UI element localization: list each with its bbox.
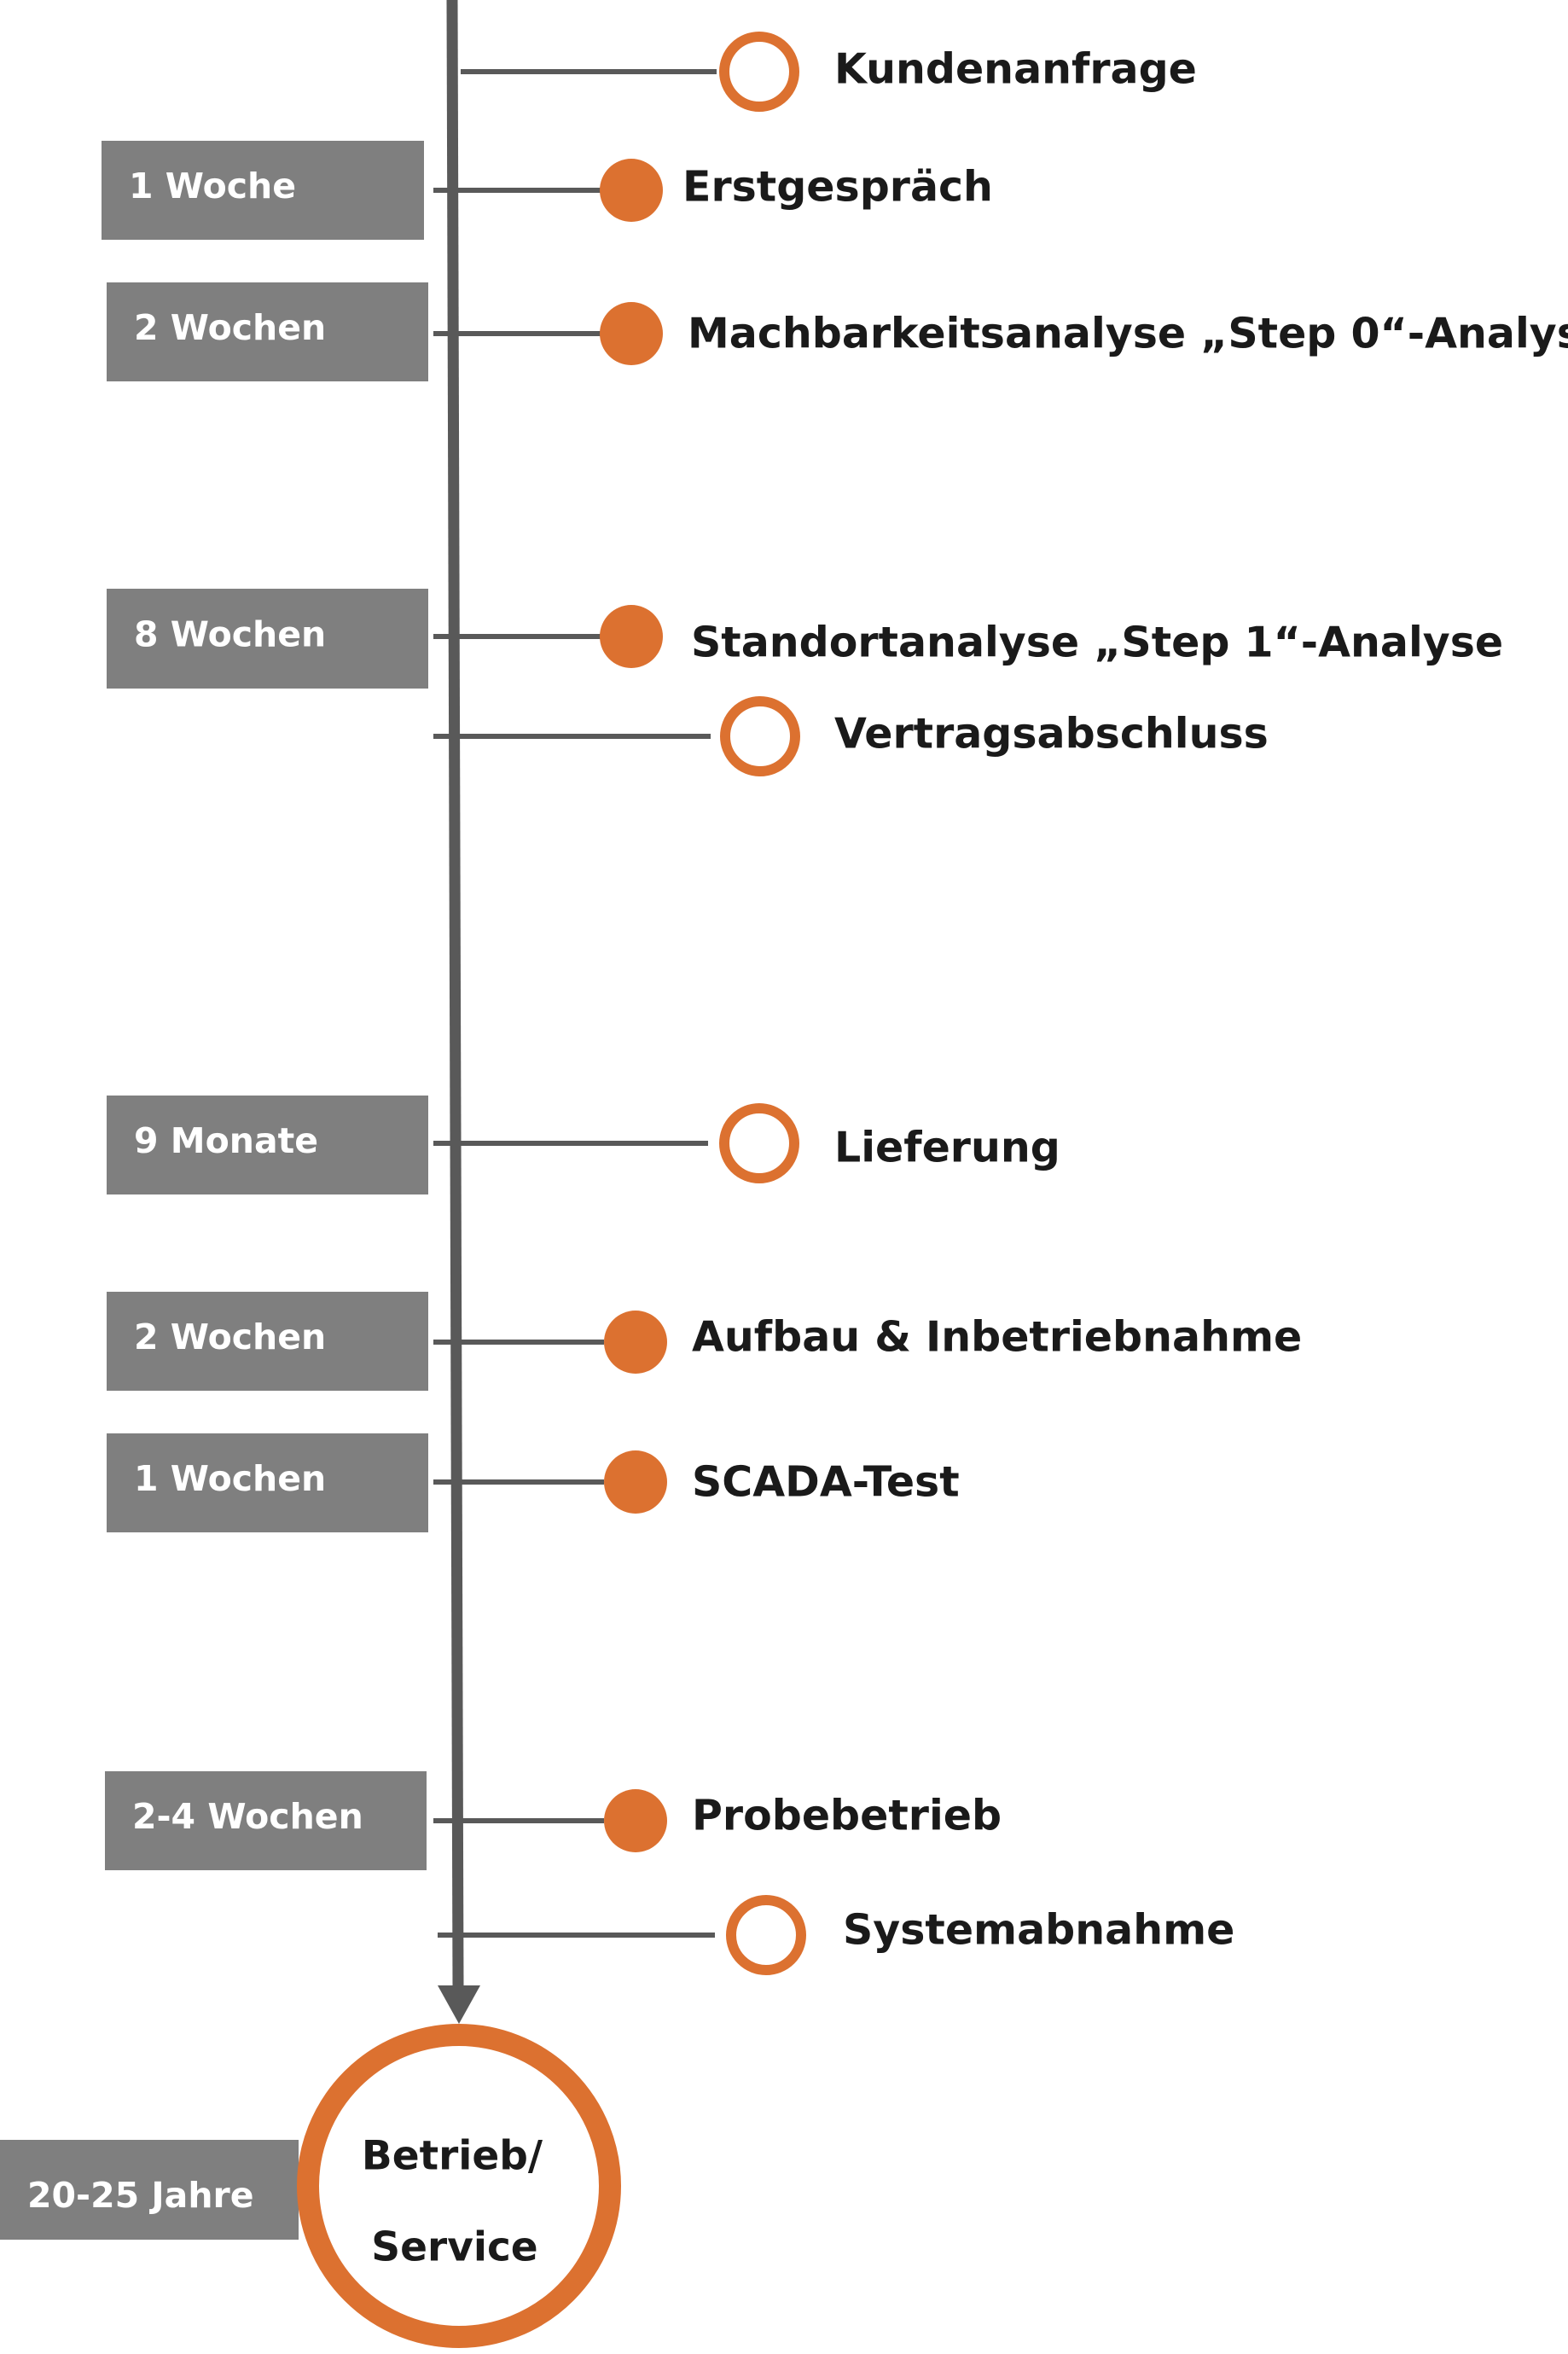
step-label: SCADA-Test [692, 1458, 960, 1507]
axis-arrowhead [438, 1985, 480, 2024]
step-label: Systemabnahme [843, 1906, 1234, 1955]
duration-box [107, 589, 428, 689]
step-label: Erstgespräch [682, 163, 993, 212]
step-markers [600, 32, 806, 1975]
step-label: Vertragsabschluss [834, 710, 1269, 759]
milestone-ring-marker [719, 1103, 799, 1183]
duration-label: 1 Woche [129, 166, 296, 206]
step-label: Lieferung [834, 1124, 1060, 1172]
duration-boxes: 1 Woche 2 Wochen 8 Wochen 9 Monate 2 Wochen 1… [102, 141, 428, 1870]
step-label: Machbarkeitsanalyse „Step 0“-Analyse [688, 310, 1568, 358]
duration-box [107, 1096, 428, 1194]
step-dot-marker [604, 1789, 667, 1852]
milestone-ring-marker [719, 32, 799, 112]
duration-label: 9 Monate [134, 1120, 318, 1161]
duration-label: 2-4 Wochen [132, 1796, 363, 1837]
duration-label: 8 Wochen [134, 614, 326, 655]
final-label-line2: Service [371, 2224, 537, 2271]
axis-line [446, 0, 464, 1989]
step-dot-marker [600, 302, 663, 365]
duration-label: 2 Wochen [134, 1316, 326, 1357]
duration-box [107, 282, 428, 381]
final-node: 20-25 Jahre Betrieb/ Service [0, 2024, 621, 2348]
connector-lines [433, 69, 717, 1938]
step-dot-marker [604, 1450, 667, 1514]
milestone-ring-marker [726, 1895, 806, 1975]
step-dot-marker [600, 605, 663, 668]
duration-box [107, 1292, 428, 1391]
duration-label: 1 Wochen [134, 1458, 326, 1499]
step-label: Aufbau & Inbetriebnahme [692, 1313, 1302, 1362]
timeline-axis [438, 0, 480, 2024]
final-duration-box [0, 2140, 299, 2240]
step-dot-marker [604, 1311, 667, 1374]
duration-label: 2 Wochen [134, 307, 326, 348]
step-label: Kundenanfrage [834, 45, 1197, 94]
final-circle [297, 2024, 621, 2348]
step-label: Probebetrieb [692, 1792, 1002, 1840]
duration-box [107, 1433, 428, 1532]
milestone-ring-marker [720, 696, 800, 776]
duration-box [102, 141, 424, 240]
step-dot-marker [600, 159, 663, 222]
step-label: Standortanalyse „Step 1“-Analyse [691, 619, 1503, 667]
final-label-line1: Betrieb/ [362, 2133, 543, 2180]
duration-box [105, 1771, 427, 1870]
step-labels: KundenanfrageErstgesprächMachbarkeitsana… [682, 45, 1568, 1955]
final-duration-label: 20-25 Jahre [27, 2175, 254, 2216]
